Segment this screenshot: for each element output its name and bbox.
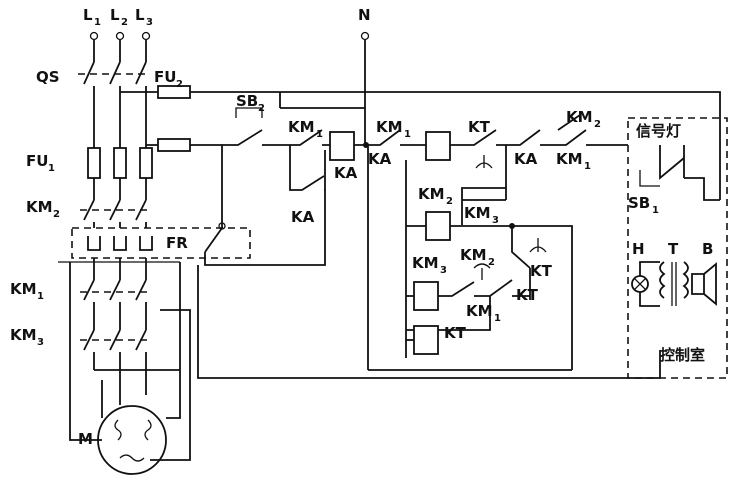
kt-a-label: KT — [530, 262, 553, 280]
fu1-fuse-l2 — [113, 147, 127, 179]
fr-thermal-relay — [71, 150, 326, 266]
km2-contact-b-label: KM — [418, 185, 445, 203]
kt-coil-label: KT — [444, 324, 467, 342]
fu1-fuse-l3 — [139, 147, 153, 179]
km1-contact-b-subscript: 1 — [404, 129, 411, 140]
km2-coil — [425, 211, 451, 241]
main-power-lines — [58, 40, 721, 461]
b-label: B — [702, 240, 713, 258]
km2-main-subscript: 2 — [53, 209, 60, 220]
sb1-subscript: 1 — [652, 205, 659, 216]
km2-contact-a-subscript: 2 — [594, 119, 601, 130]
neutral-label: N — [358, 6, 371, 24]
fu2-fuse-top — [157, 85, 191, 99]
fu2-fuse-bottom — [157, 138, 191, 152]
motor: M — [78, 405, 167, 475]
ka-coil-label: KA — [334, 164, 358, 182]
ka-contact-label: KA — [291, 208, 315, 226]
km2-contact-c-subscript: 2 — [488, 257, 495, 268]
kt-top-label: KT — [468, 118, 491, 136]
sb2-label: SB — [236, 92, 258, 110]
km1-contact-d-label: KM — [466, 302, 493, 320]
control-circuit: SB 2 KA KM 1 KA KM 1 KA KT KA KM 1 — [197, 40, 661, 379]
fuses — [87, 85, 191, 179]
km3-coil — [413, 281, 439, 311]
fu1-fuse-l1 — [87, 147, 101, 179]
km1-coil — [425, 131, 451, 161]
km1-contact-d-subscript: 1 — [494, 313, 501, 324]
qs-label: QS — [36, 68, 60, 86]
signal-lamp-label: 信号灯 — [636, 122, 681, 140]
km3-contact-a-subscript: 3 — [492, 215, 499, 226]
t-label: T — [668, 240, 679, 258]
ka-a-label: KA — [368, 150, 392, 168]
km3-main-label: KM — [10, 326, 37, 344]
km1-motor-subscript: 1 — [37, 291, 44, 302]
km3-contact-b-subscript: 3 — [440, 265, 447, 276]
supply-terminals: L 1 L 2 L 3 N — [83, 6, 371, 41]
fu1-subscript: 1 — [48, 163, 55, 174]
km1-contact-a-subscript: 1 — [316, 129, 323, 140]
l1-label: L — [83, 6, 93, 24]
l2-label: L — [110, 6, 120, 24]
km2-contact-a-label: KM — [566, 108, 593, 126]
kt-b-label: KT — [516, 286, 539, 304]
motor-label: M — [78, 430, 93, 448]
ka-b-label: KA — [514, 150, 538, 168]
km1-contact-b-label: KM — [376, 118, 403, 136]
l3-label: L — [135, 6, 145, 24]
fu1-label: FU — [26, 152, 48, 170]
fu2-subscript: 2 — [176, 79, 183, 90]
ka-coil — [329, 131, 355, 161]
fu2-label: FU — [154, 68, 176, 86]
kt-coil — [413, 325, 439, 355]
km3-contact-a-label: KM — [464, 204, 491, 222]
km1-contact-c-label: KM — [556, 150, 583, 168]
sb2-subscript: 2 — [258, 103, 265, 114]
km1-motor-label: KM — [10, 280, 37, 298]
km2-contact-b-subscript: 2 — [446, 196, 453, 207]
h-label: H — [632, 240, 645, 258]
control-room: 信号灯 SB 1 H T B 控制室 — [627, 117, 728, 379]
control-room-label: 控制室 — [660, 346, 705, 364]
l3-subscript: 3 — [146, 17, 153, 28]
km1-contact-a-label: KM — [288, 118, 315, 136]
l1-subscript: 1 — [94, 17, 101, 28]
km1-contact-c-subscript: 1 — [584, 161, 591, 172]
motor-symbol — [97, 405, 167, 475]
km3-contact-b-label: KM — [412, 254, 439, 272]
l2-subscript: 2 — [121, 17, 128, 28]
km2-main-label: KM — [26, 198, 53, 216]
sb1-label: SB — [628, 194, 650, 212]
fr-label: FR — [166, 234, 188, 252]
km3-main-subscript: 3 — [37, 337, 44, 348]
km2-contact-c-label: KM — [460, 246, 487, 264]
